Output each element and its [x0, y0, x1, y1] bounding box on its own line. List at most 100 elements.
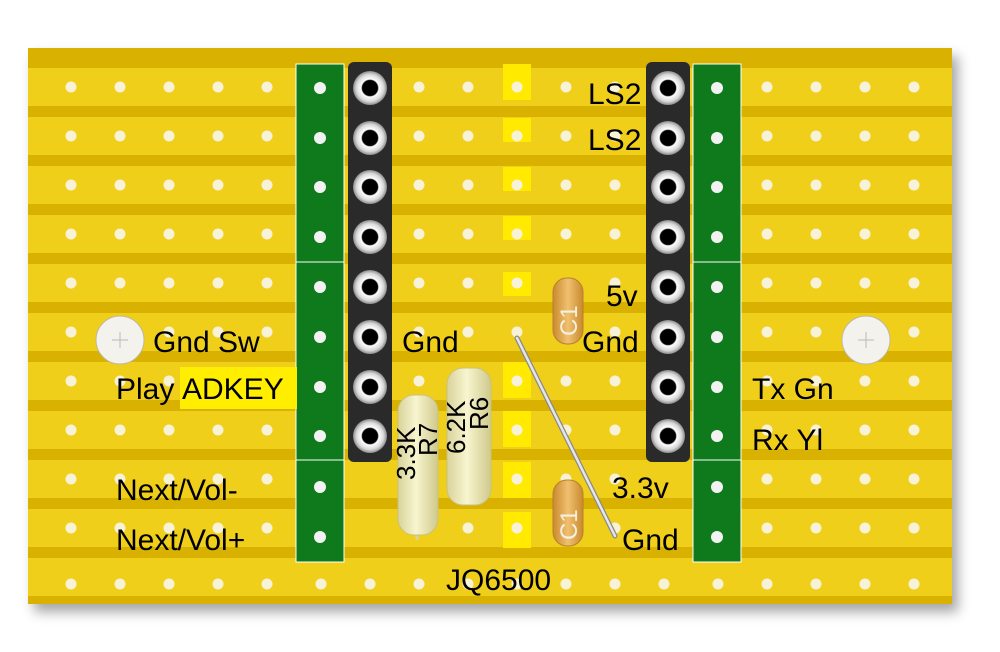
pin-pad: [651, 270, 685, 304]
header-hole: [711, 481, 723, 493]
board-hole: [261, 578, 273, 590]
board-hole: [114, 179, 126, 191]
board-hole: [212, 522, 224, 534]
board-hole: [163, 578, 175, 590]
board-hole: [212, 179, 224, 191]
board-hole: [114, 130, 126, 142]
pin-pad: [353, 121, 387, 155]
board-hole: [761, 424, 773, 436]
board-hole: [761, 375, 773, 387]
board-hole: [908, 578, 920, 590]
header-hole: [711, 231, 723, 243]
board-hole: [859, 522, 871, 534]
board-hole: [212, 424, 224, 436]
board-hole: [609, 473, 621, 485]
label-gnd-bottom: Gnd: [622, 524, 679, 557]
r6-value-label: 6.2K: [441, 400, 471, 454]
board-hole: [163, 130, 175, 142]
board-hole: [712, 578, 724, 590]
pin-pad: [651, 170, 685, 204]
board-hole: [163, 522, 175, 534]
header-hole: [314, 331, 326, 343]
header-hole: [711, 132, 723, 144]
board-hole: [261, 179, 273, 191]
board-hole: [212, 277, 224, 289]
board-hole: [212, 578, 224, 590]
label-gnd-sw: Gnd Sw: [153, 326, 260, 359]
board-hole: [810, 522, 822, 534]
pin-pad: [353, 170, 387, 204]
board-hole: [163, 81, 175, 93]
board-hole: [908, 473, 920, 485]
pin-pad: [353, 370, 387, 404]
board-hole: [462, 130, 474, 142]
board-hole: [114, 375, 126, 387]
board-hole: [609, 277, 621, 289]
board-hole: [65, 375, 77, 387]
labels: Gnd Sw Play ADKEY Next/Vol- Next/Vol+ Gn…: [116, 78, 834, 597]
header-hole: [711, 531, 723, 543]
header-hole: [711, 381, 723, 393]
header-hole: [314, 231, 326, 243]
board-hole: [65, 578, 77, 590]
label-ls2-second: LS2: [588, 124, 641, 157]
board-hole: [810, 473, 822, 485]
board-hole: [511, 578, 523, 590]
board-hole: [65, 326, 77, 338]
board-hole: [908, 522, 920, 534]
mounting-hole-left: [95, 315, 145, 365]
board-hole: [560, 578, 572, 590]
pin-pad: [651, 121, 685, 155]
board-hole: [163, 228, 175, 240]
board-hole: [560, 228, 572, 240]
board-hole: [511, 228, 523, 240]
board-hole: [261, 424, 273, 436]
pin-pad: [651, 71, 685, 105]
board-hole: [859, 130, 871, 142]
header-hole: [711, 82, 723, 94]
mounting-hole-right: [841, 315, 891, 365]
board-hole: [65, 522, 77, 534]
label-gnd-right: Gnd: [582, 326, 639, 359]
board-hole: [114, 277, 126, 289]
board-hole: [609, 179, 621, 191]
left-header-top: [295, 63, 345, 263]
board-hole: [761, 473, 773, 485]
board-hole: [462, 522, 474, 534]
board-hole: [908, 81, 920, 93]
board-hole: [163, 473, 175, 485]
board-hole: [261, 130, 273, 142]
board-hole: [212, 326, 224, 338]
board-hole: [462, 81, 474, 93]
board-hole: [65, 81, 77, 93]
board-hole: [364, 578, 376, 590]
pin-pad: [353, 270, 387, 304]
board-hole: [859, 473, 871, 485]
header-hole: [314, 381, 326, 393]
board-hole: [810, 277, 822, 289]
wire-link: [514, 335, 618, 539]
board-hole: [810, 424, 822, 436]
resistor-r6: 6.2K R6: [441, 367, 494, 506]
board-hole: [609, 228, 621, 240]
pin-pads: [353, 71, 685, 453]
label-tx: Tx Gn: [752, 373, 834, 406]
board-hole: [511, 81, 523, 93]
board-hole: [810, 326, 822, 338]
board-hole: [511, 179, 523, 191]
board-hole: [609, 81, 621, 93]
label-5v: 5v: [606, 280, 638, 313]
pin-pad: [353, 320, 387, 354]
header-hole: [314, 481, 326, 493]
board-hole: [908, 424, 920, 436]
pin-pad: [353, 71, 387, 105]
board-hole: [462, 228, 474, 240]
board-hole: [810, 578, 822, 590]
board-hole: [114, 522, 126, 534]
board-hole: [261, 81, 273, 93]
board-hole: [511, 473, 523, 485]
board-hole: [163, 277, 175, 289]
board-hole: [810, 375, 822, 387]
board-hole: [65, 179, 77, 191]
board-hole: [609, 424, 621, 436]
